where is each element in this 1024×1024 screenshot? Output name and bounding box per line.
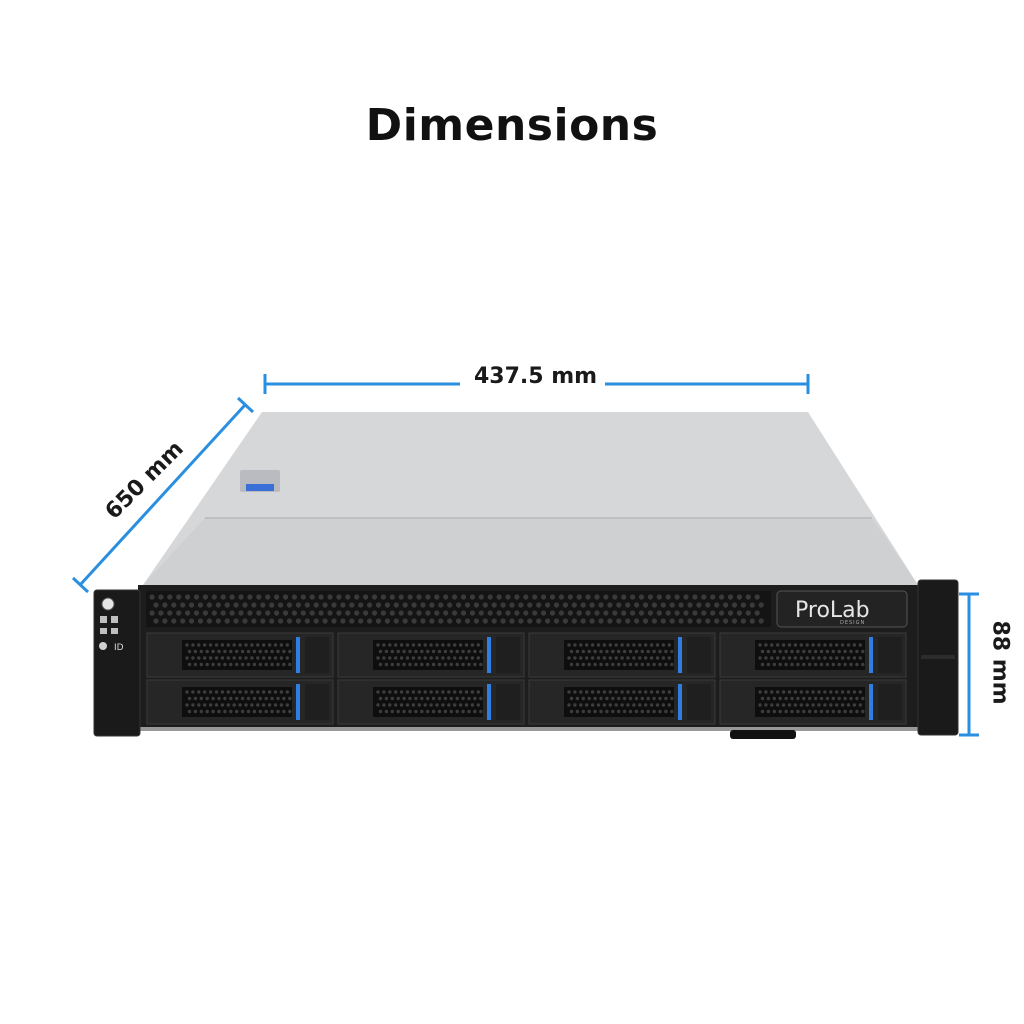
drive-bay[interactable] [528,632,716,678]
brand-logo: ProLab [795,598,870,623]
drive-bay[interactable] [337,679,525,725]
width-label: 437.5 mm [470,364,602,389]
svg-text:ID: ID [114,643,124,653]
drive-bay[interactable] [146,632,334,678]
drive-bay[interactable] [146,679,334,725]
depth-dimension-line [71,396,255,594]
brand-logo-sub: DESIGN [840,620,865,626]
left-rack-ear [93,589,141,737]
power-icon[interactable] [101,597,115,611]
id-icon[interactable] [99,642,107,650]
drive-release-stripe [296,637,300,673]
lan-icon [100,628,118,634]
drive-release-stripe [678,684,682,720]
drive-bay[interactable] [719,632,907,678]
drive-release-stripe [487,637,491,673]
drive-release-stripe [678,637,682,673]
drive-release-stripe [869,637,873,673]
status-led-icon [100,616,118,623]
page-title: Dimensions [365,100,659,151]
height-dimension-line [959,592,979,737]
width-dimension-line [263,374,810,394]
drive-release-stripe [487,684,491,720]
drive-release-stripe [296,684,300,720]
height-label: 88 mm [987,620,1013,705]
drive-bay[interactable] [719,679,907,725]
brand-plate [776,590,908,628]
drive-release-stripe [869,684,873,720]
drive-bay[interactable] [528,679,716,725]
drive-bay[interactable] [337,632,525,678]
